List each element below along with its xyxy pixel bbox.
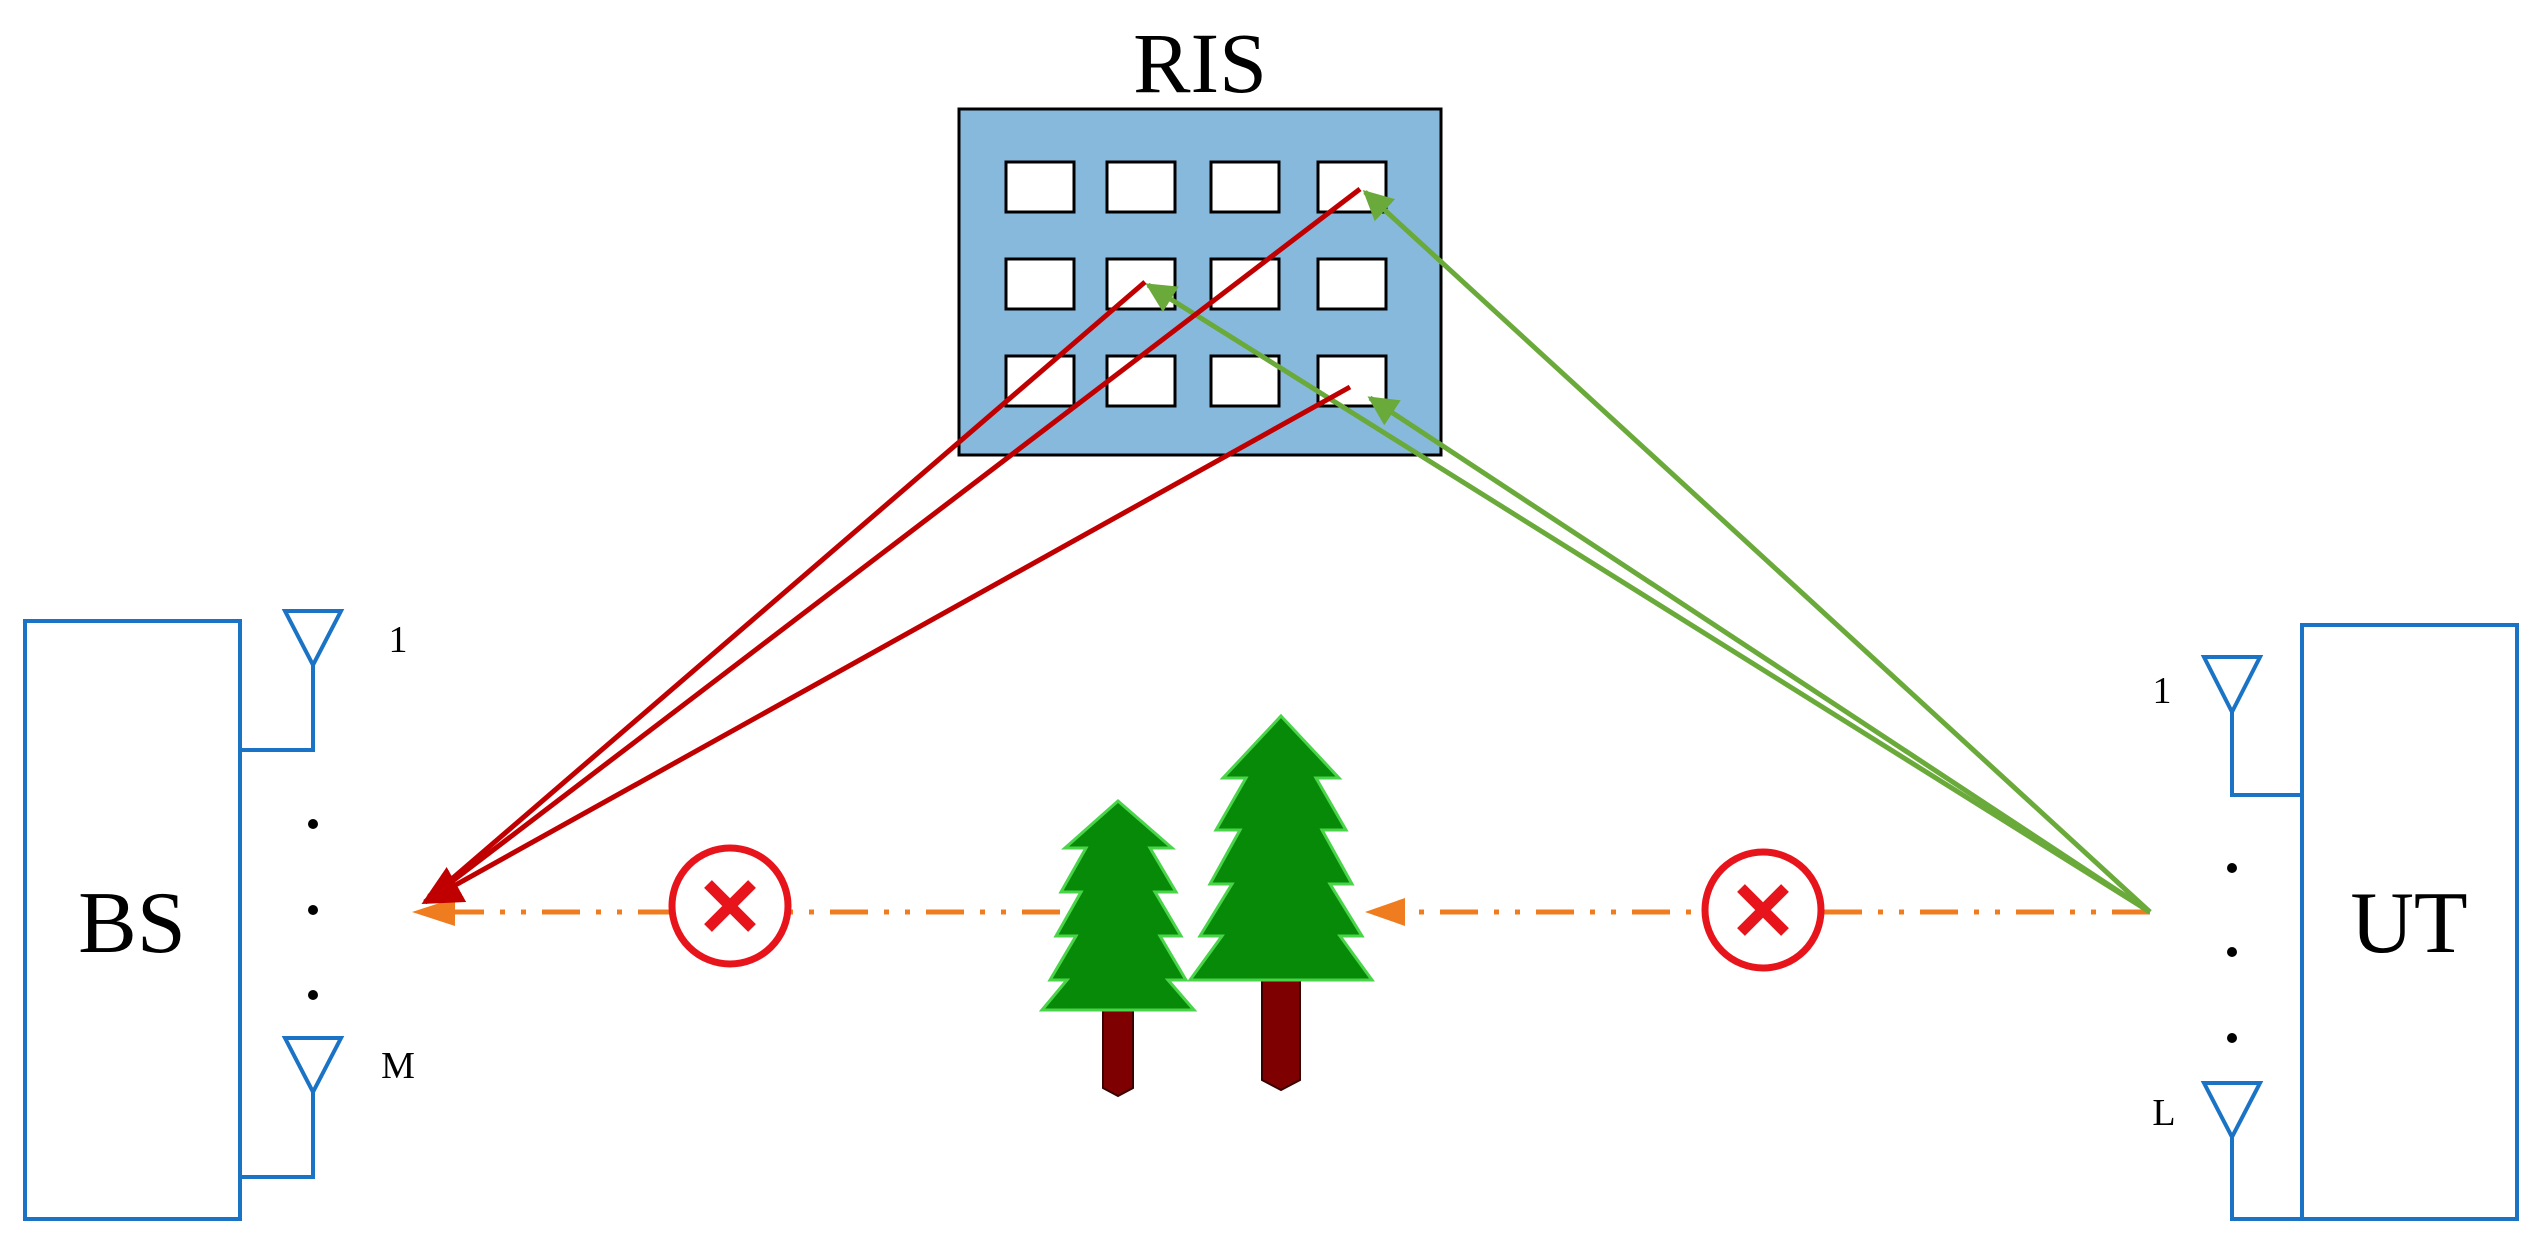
- bs-antenna-1-label: 1: [389, 619, 408, 661]
- reflected-path: [423, 187, 1362, 904]
- base-station: BS 1 M: [23, 609, 415, 1221]
- ris-element: [1316, 257, 1388, 311]
- ris-to-bs-paths: [421, 187, 1362, 905]
- ut-label: UT: [2350, 875, 2467, 972]
- red-x-circle-icon: [1701, 848, 1825, 972]
- bs-box: [23, 619, 242, 1221]
- ris-element: [1209, 160, 1281, 214]
- incident-path: [1145, 282, 2152, 915]
- tree-icon: [1038, 799, 1198, 1098]
- ris-element: [1004, 160, 1076, 214]
- ris-element: [1105, 160, 1177, 214]
- bs-label: BS: [78, 875, 186, 972]
- arrowhead-icon: [1365, 898, 1405, 926]
- reflected-path: [421, 384, 1352, 905]
- ris-element-grid: [1004, 160, 1388, 408]
- ris-element: [1004, 354, 1076, 408]
- ris-element: [1105, 354, 1177, 408]
- ris-label: RIS: [1133, 15, 1267, 111]
- ut-to-ris-paths: [1145, 189, 2152, 915]
- bs-antenna-dots: [308, 819, 318, 1000]
- ris-element: [1209, 354, 1281, 408]
- user-terminal: UT 1 L: [2152, 623, 2519, 1221]
- red-x-circle-icon: [668, 844, 792, 968]
- antenna-icon: [281, 609, 345, 670]
- arrowhead-icon: [412, 898, 455, 926]
- ut-antenna-dots: [2227, 863, 2237, 1043]
- tree-icon: [1187, 713, 1375, 1092]
- incident-path: [1367, 395, 2152, 915]
- ris-panel: RIS: [957, 15, 1443, 457]
- reflected-path: [423, 280, 1147, 904]
- ut-antenna-l: [2200, 1081, 2302, 1221]
- ut-antenna-1-label: 1: [2153, 670, 2172, 712]
- bs-antenna-m: [240, 1036, 345, 1179]
- antenna-icon: [281, 1036, 345, 1097]
- ut-box: [2300, 623, 2519, 1221]
- ut-antenna-1: [2200, 655, 2302, 797]
- bs-antenna-m-label: M: [381, 1045, 415, 1087]
- antenna-icon: [2200, 655, 2264, 717]
- antenna-icon: [2200, 1081, 2264, 1142]
- ris-element: [1004, 257, 1076, 311]
- incident-path: [1362, 189, 2152, 914]
- ris-element: [1209, 257, 1281, 311]
- bs-antenna-1: [240, 609, 345, 752]
- ut-antenna-l-label: L: [2152, 1092, 2175, 1134]
